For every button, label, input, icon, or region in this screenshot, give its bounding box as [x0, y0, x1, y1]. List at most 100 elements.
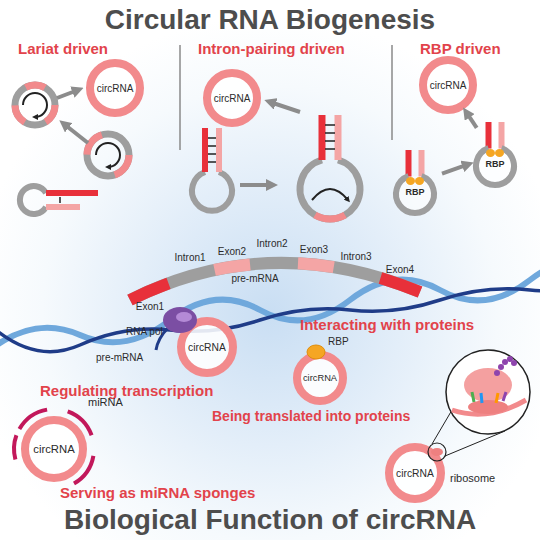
- zoom-source: [428, 443, 446, 461]
- process-arrow: [442, 164, 468, 173]
- pre-mrna-exon: [130, 263, 420, 300]
- pre-mrna-intron: [130, 263, 420, 300]
- part-label: Intron2: [256, 238, 287, 250]
- rbp-protein: [415, 177, 424, 185]
- splice-arrow: [96, 143, 120, 167]
- node-text: circRNA: [85, 58, 145, 118]
- section-divider: [391, 45, 393, 140]
- dna-strand: [0, 260, 540, 350]
- figure-title: Circular RNA Biogenesis: [0, 5, 540, 36]
- lariat-ring: [15, 85, 55, 125]
- section-divider: [179, 45, 181, 150]
- node-outline: [390, 150, 440, 216]
- trna: [503, 392, 506, 401]
- ribosome-large-subunit: [464, 368, 512, 402]
- section-heading: Regulating transcription: [40, 382, 213, 399]
- rbp-protein: [406, 177, 415, 185]
- pairing-tick: [59, 197, 61, 203]
- lariat-ring: [87, 134, 129, 176]
- part-label: Intron1: [174, 252, 205, 264]
- hairpin-loop: [20, 186, 46, 214]
- trna: [496, 393, 498, 403]
- process-arrow: [57, 90, 78, 98]
- trna: [472, 392, 474, 402]
- node-text: circRNA: [20, 415, 88, 483]
- mirna-strand: [19, 410, 47, 429]
- circrna-strand: [452, 400, 526, 414]
- pairing-tick: [208, 138, 216, 162]
- peptide-bead: [502, 359, 508, 365]
- lariat-exon: [87, 134, 129, 176]
- node-text: circRNA: [418, 55, 478, 115]
- exon-stem: [335, 115, 342, 160]
- part-label: pre-mRNA: [96, 352, 143, 364]
- exon-stem: [46, 190, 98, 196]
- exon-stem: [319, 115, 326, 160]
- mirna-strand: [68, 411, 92, 435]
- dna-strand: [0, 280, 540, 352]
- part-label: Exon1: [136, 301, 164, 313]
- section-heading: Serving as miRNA sponges: [60, 484, 255, 501]
- node-text: circRNA: [202, 68, 262, 128]
- part-label: pre-mRNA: [231, 273, 278, 285]
- rbp-protein: [307, 345, 325, 359]
- circrna-circle: circRNA: [20, 415, 88, 483]
- hairpin-loop: [192, 172, 232, 211]
- hairpin-loop: [300, 160, 360, 219]
- circrna-circle: circRNA: [418, 55, 478, 115]
- exon-stem: [406, 150, 412, 177]
- ribosome-small-subunit: [468, 400, 508, 414]
- pairing-tick: [325, 125, 335, 149]
- exon-stem: [216, 128, 222, 172]
- exon-stem: [499, 122, 505, 149]
- zoom-leader: [445, 431, 505, 456]
- splice-arrow: [23, 93, 47, 117]
- part-label: ribosome: [450, 472, 495, 485]
- rbp-loop: RBP: [390, 150, 440, 216]
- ribosome-small: [431, 448, 443, 456]
- peptide-bead: [498, 364, 504, 370]
- exon-stem: [486, 122, 492, 149]
- process-arrow: [64, 124, 88, 143]
- exon-stem: [202, 128, 208, 172]
- rbp-protein: [486, 149, 495, 157]
- section-heading: Interacting with proteins: [300, 316, 474, 333]
- rna-polymerase-highlight: [176, 312, 192, 322]
- mirna-strand: [74, 456, 93, 484]
- rna-polymerase: [163, 307, 197, 333]
- section-heading: Intron-pairing driven: [198, 40, 345, 57]
- loop-exon: [315, 215, 345, 219]
- part-label: Exon2: [218, 246, 246, 258]
- peptide-bead: [511, 360, 517, 366]
- process-arrow: [466, 112, 476, 127]
- process-arrow: [240, 183, 272, 187]
- circrna-circle: circRNA: [202, 68, 262, 128]
- exon-stem: [46, 204, 80, 210]
- trna: [481, 393, 482, 403]
- part-label: Exon3: [300, 244, 328, 256]
- exon-stem: [419, 150, 425, 177]
- splice-arrow: [312, 189, 348, 200]
- node-text: RBP: [390, 187, 440, 197]
- section-heading: Being translated into proteins: [212, 408, 410, 424]
- circrna-circle: circRNA: [85, 58, 145, 118]
- part-label: Exon4: [386, 264, 414, 276]
- lariat-exon: [15, 85, 55, 125]
- section-heading: Lariat driven: [18, 40, 108, 57]
- peptide-bead: [494, 370, 500, 376]
- part-label: RNA pol: [126, 326, 163, 338]
- process-arrow: [270, 102, 300, 112]
- part-label: Intron3: [340, 251, 371, 263]
- section-heading: RBP driven: [420, 40, 501, 57]
- mirna-strand: [14, 435, 16, 459]
- zoom-circle: [446, 350, 530, 434]
- node-outline: [470, 122, 520, 188]
- part-label: RBP: [328, 336, 349, 348]
- rbp-loop: RBP: [470, 122, 520, 188]
- rbp-protein: [495, 149, 504, 157]
